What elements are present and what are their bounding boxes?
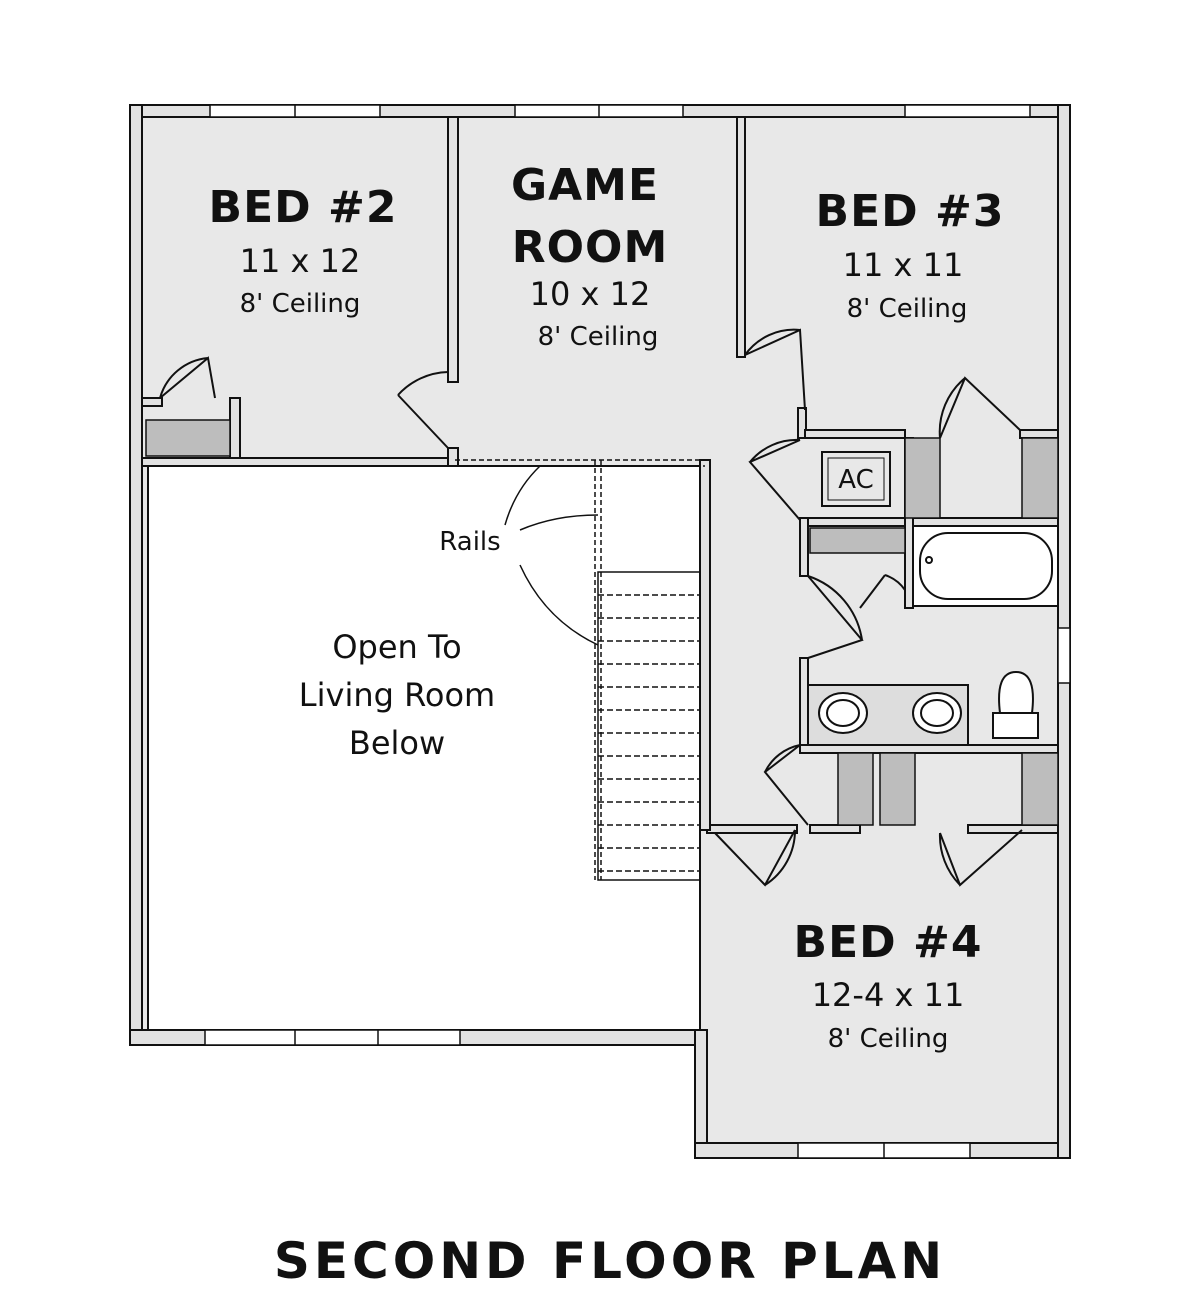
game-room-name-1: GAME [511,160,659,211]
game-room-size: 10 x 12 [530,275,651,313]
ac-label: AC [838,465,873,495]
bed4-name: BED #4 [794,917,983,968]
rails-label: Rails [439,527,500,557]
bed4-size: 12-4 x 11 [812,976,965,1014]
bed3-name: BED #3 [816,186,1005,237]
open-area-line3: Below [349,724,445,762]
bed3-ceiling: 8' Ceiling [847,294,968,324]
vanity-sinks [807,684,969,746]
game-room-ceiling: 8' Ceiling [538,322,659,352]
bed2-size: 11 x 12 [240,242,361,280]
ac-unit [821,451,891,507]
toilet [992,670,1039,739]
doors [159,328,1023,887]
railing [455,459,705,880]
staircase [597,571,701,881]
game-room-name-2: ROOM [512,222,668,273]
bed2-ceiling: 8' Ceiling [240,289,361,319]
plan-title: SECOND FLOOR PLAN [274,1232,946,1290]
bed4-ceiling: 8' Ceiling [828,1024,949,1054]
bed2-name: BED #2 [209,182,398,233]
rails-arrows [504,465,599,646]
windows [204,104,1071,1159]
open-area-line2: Living Room [299,676,495,714]
bathtub [912,525,1059,607]
open-area-line1: Open To [332,628,461,666]
bed3-size: 11 x 11 [843,246,964,284]
